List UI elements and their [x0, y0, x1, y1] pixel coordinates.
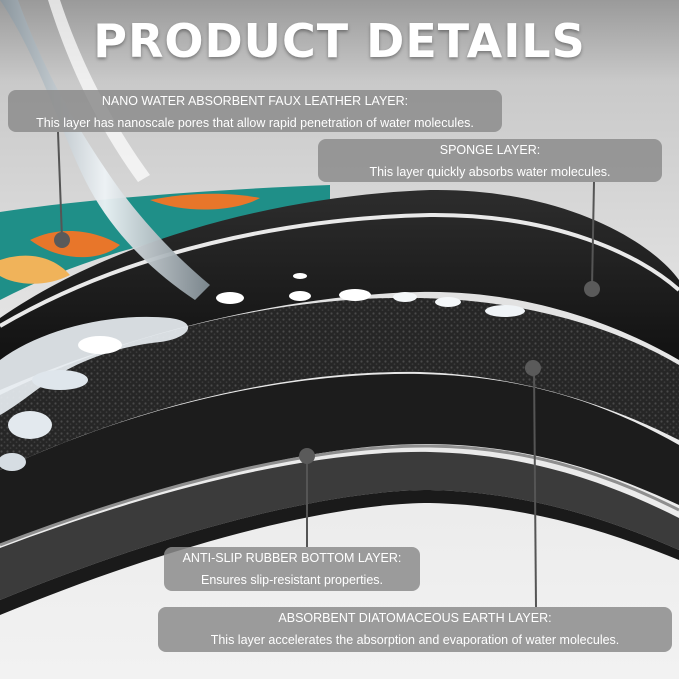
- pointer-line-faux-leather: [57, 131, 63, 239]
- callout-title: NANO WATER ABSORBENT FAUX LEATHER LAYER:: [101, 94, 409, 108]
- callout-description: This layer quickly absorbs water molecul…: [369, 165, 611, 179]
- sponge-layer: [0, 297, 679, 470]
- callout-title: ANTI-SLIP RUBBER BOTTOM LAYER:: [182, 551, 402, 565]
- callout-diatomaceous-earth-layer: ABSORBENT DIATOMACEOUS EARTH LAYER: This…: [158, 607, 672, 652]
- printed-top-surface: [0, 185, 330, 300]
- diatomaceous-earth-layer: [0, 373, 679, 545]
- faux-leather-layer: [0, 189, 679, 390]
- page-title: PRODUCT DETAILS: [93, 14, 586, 68]
- callout-title: ABSORBENT DIATOMACEOUS EARTH LAYER:: [278, 611, 552, 625]
- pointer-dot-rubber: [299, 448, 315, 464]
- callout-description: This layer has nanoscale pores that allo…: [36, 116, 474, 130]
- rubber-bottom-layer: [0, 451, 679, 600]
- layer-edge-highlight: [0, 212, 679, 328]
- callout-description: Ensures slip-resistant properties.: [200, 573, 384, 587]
- callout-title: SPONGE LAYER:: [439, 143, 541, 157]
- pointer-dot-sponge: [584, 281, 600, 297]
- callout-faux-leather-layer: NANO WATER ABSORBENT FAUX LEATHER LAYER:…: [8, 90, 502, 132]
- print-orange-flowers: [30, 230, 120, 258]
- water-stream: [0, 0, 210, 300]
- water-splash: [0, 316, 189, 415]
- pointer-dot-faux-leather: [54, 232, 70, 248]
- pointer-line-sponge: [591, 181, 595, 288]
- pointer-line-diatomaceous: [533, 367, 537, 608]
- callout-rubber-bottom-layer: ANTI-SLIP RUBBER BOTTOM LAYER: Ensures s…: [164, 547, 420, 591]
- pointer-dot-diatomaceous: [525, 360, 541, 376]
- callout-description: This layer accelerates the absorption an…: [210, 633, 620, 647]
- callout-sponge-layer: SPONGE LAYER: This layer quickly absorbs…: [318, 139, 662, 182]
